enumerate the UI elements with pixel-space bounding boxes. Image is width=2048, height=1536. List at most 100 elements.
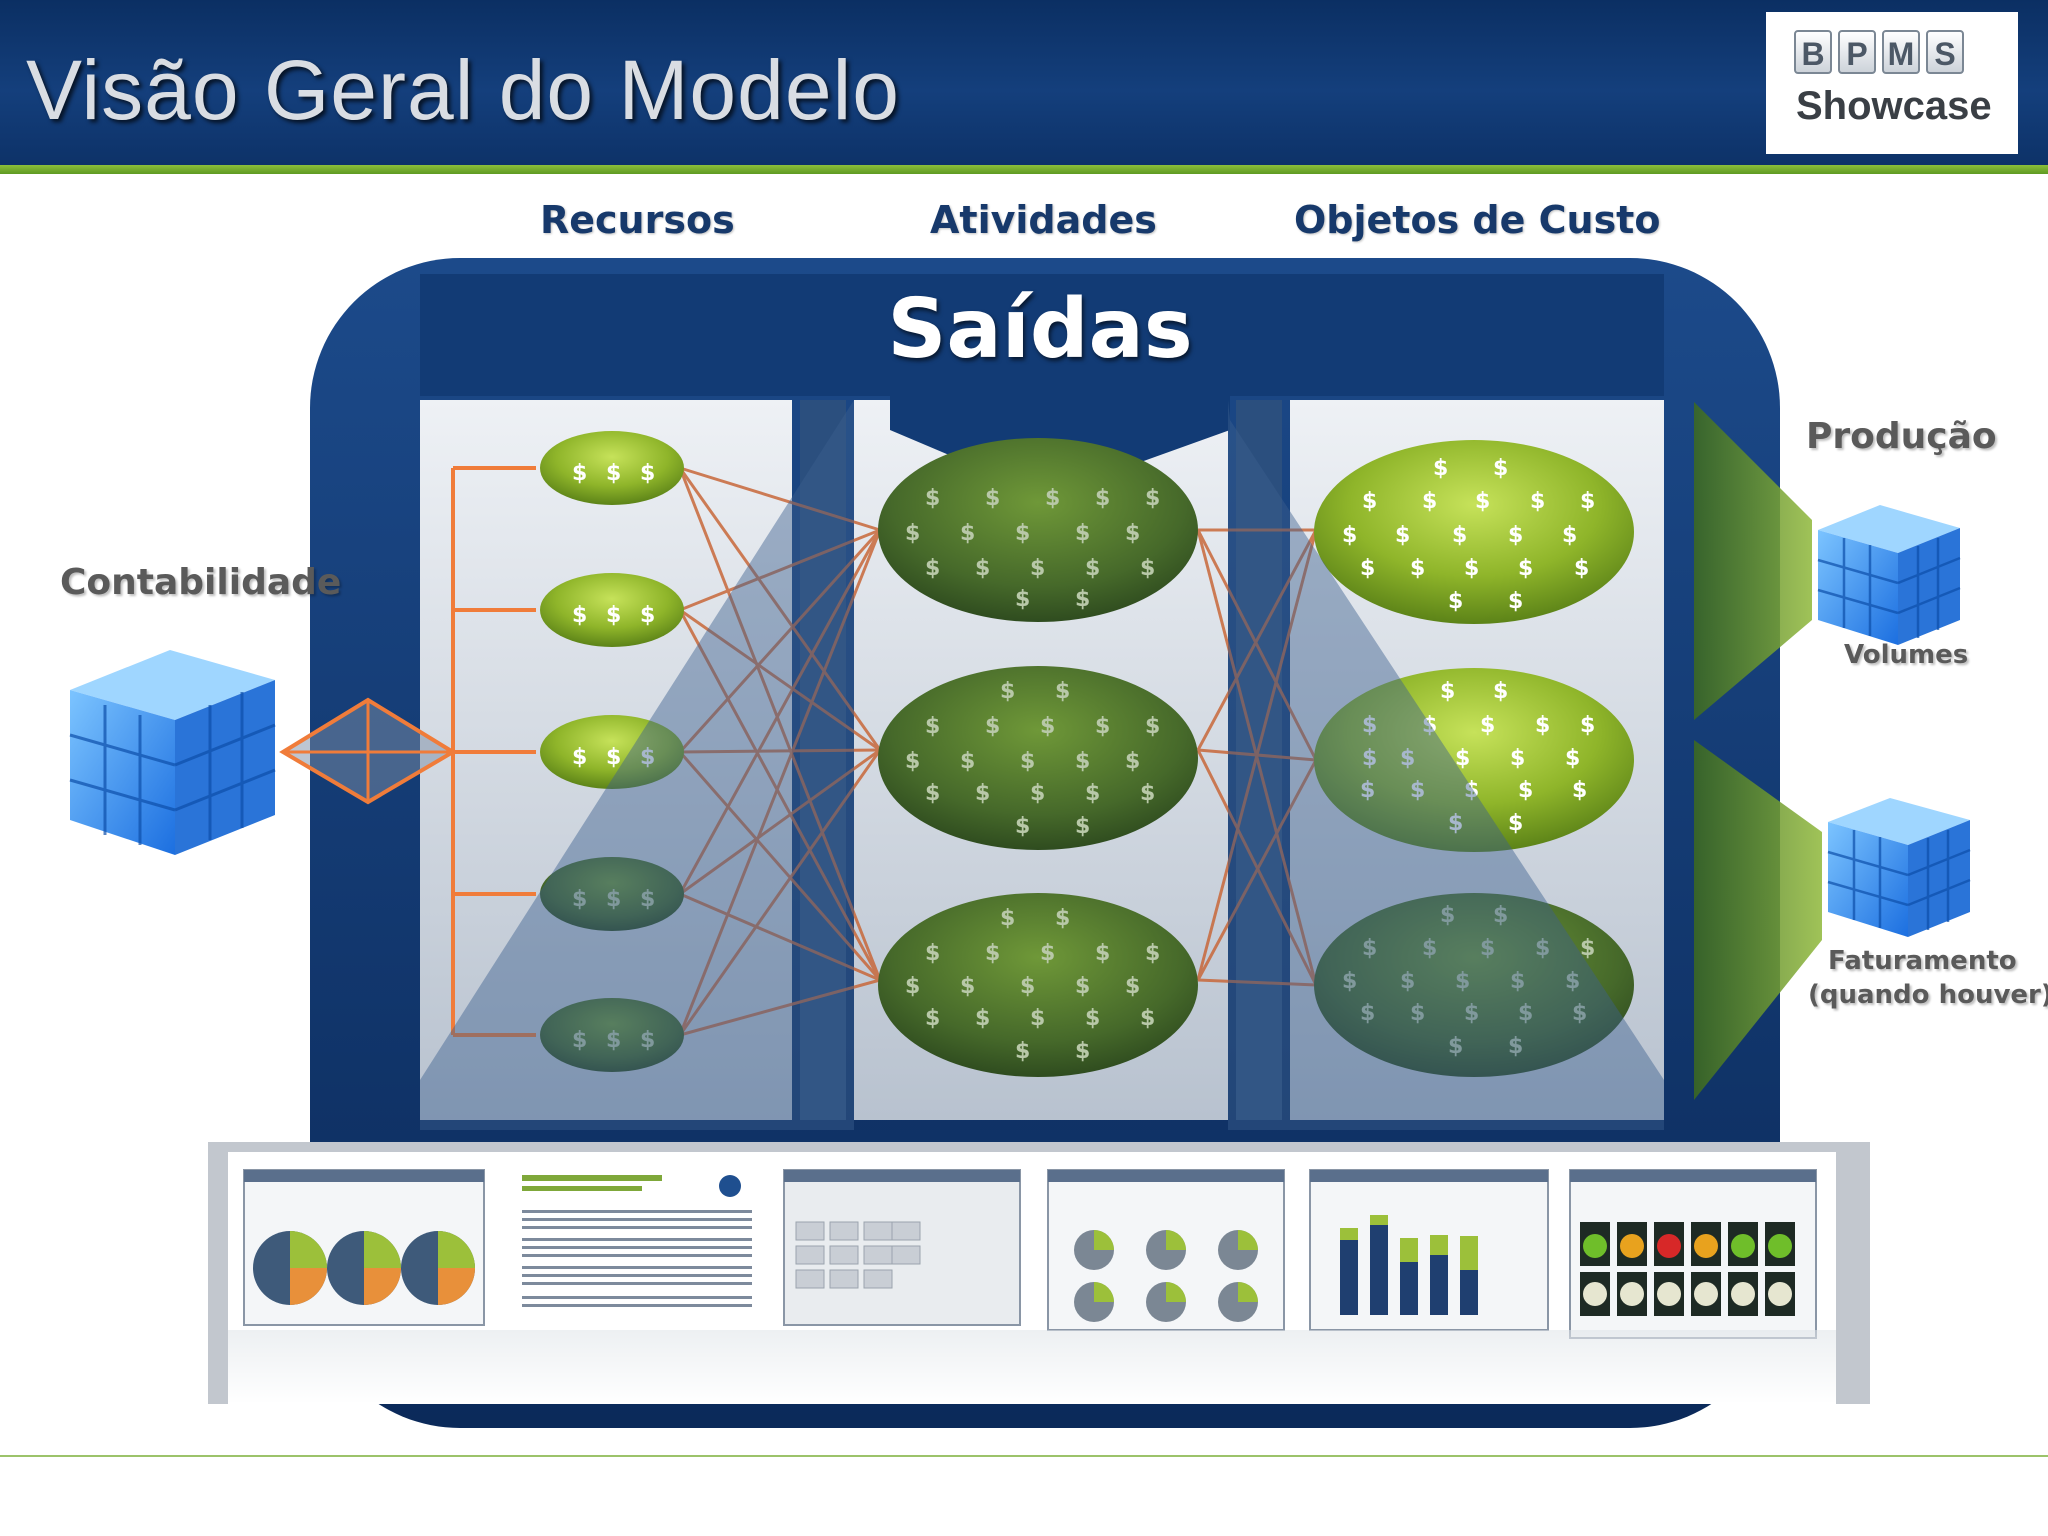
footer-divider bbox=[0, 1455, 2048, 1457]
svg-text:$: $ bbox=[1464, 778, 1479, 803]
accounting-cube-icon bbox=[69, 650, 276, 855]
svg-text:$: $ bbox=[1075, 587, 1090, 612]
svg-text:$: $ bbox=[960, 974, 975, 999]
svg-text:$: $ bbox=[1475, 489, 1490, 514]
bpms-showcase-logo: B P M S Showcase bbox=[1766, 12, 2018, 154]
svg-text:$: $ bbox=[606, 603, 621, 628]
svg-text:$: $ bbox=[572, 745, 587, 770]
svg-text:$: $ bbox=[925, 556, 940, 581]
cost-object-node: $$ $$$$$ $$$$$ $$$$$ $$ bbox=[1314, 668, 1634, 852]
cost-object-node: $$ $$$$$ $$$$$ $$$$$ $$ bbox=[1314, 893, 1634, 1077]
svg-text:$: $ bbox=[1455, 969, 1470, 994]
svg-text:$: $ bbox=[1000, 906, 1015, 931]
column-heading-resources: Recursos bbox=[540, 198, 735, 242]
svg-text:$: $ bbox=[572, 603, 587, 628]
svg-text:$: $ bbox=[905, 974, 920, 999]
svg-text:$: $ bbox=[640, 887, 655, 912]
svg-text:$: $ bbox=[640, 461, 655, 486]
svg-text:$: $ bbox=[1480, 713, 1495, 738]
svg-text:$: $ bbox=[905, 521, 920, 546]
svg-text:$: $ bbox=[1095, 714, 1110, 739]
svg-text:$: $ bbox=[975, 1006, 990, 1031]
svg-text:$: $ bbox=[985, 941, 1000, 966]
svg-text:$: $ bbox=[960, 749, 975, 774]
thumbnail-indicator-dashboard bbox=[1569, 1169, 1817, 1339]
billing-label-note: (quando houver) bbox=[1808, 980, 2048, 1010]
svg-text:$: $ bbox=[1085, 556, 1100, 581]
production-label: Produção bbox=[1806, 416, 1997, 457]
logo-letter: M bbox=[1882, 30, 1920, 74]
svg-text:$: $ bbox=[640, 603, 655, 628]
svg-text:$: $ bbox=[975, 556, 990, 581]
svg-text:$: $ bbox=[1448, 811, 1463, 836]
accounting-splitter bbox=[279, 466, 536, 1037]
svg-text:$: $ bbox=[1085, 781, 1100, 806]
svg-text:$: $ bbox=[1440, 679, 1455, 704]
svg-text:$: $ bbox=[606, 1028, 621, 1053]
thumbnail-reflection-fade bbox=[228, 1330, 1836, 1404]
svg-text:$: $ bbox=[1455, 746, 1470, 771]
svg-text:$: $ bbox=[1360, 556, 1375, 581]
svg-text:$: $ bbox=[1125, 974, 1140, 999]
svg-text:$: $ bbox=[1518, 1001, 1533, 1026]
svg-text:$: $ bbox=[1535, 713, 1550, 738]
svg-text:$: $ bbox=[925, 941, 940, 966]
svg-text:$: $ bbox=[1015, 814, 1030, 839]
svg-text:$: $ bbox=[1395, 523, 1410, 548]
svg-text:$: $ bbox=[925, 486, 940, 511]
svg-text:$: $ bbox=[572, 461, 587, 486]
svg-text:$: $ bbox=[640, 745, 655, 770]
svg-text:$: $ bbox=[1075, 749, 1090, 774]
resource-node: $ $ $ bbox=[540, 573, 684, 647]
svg-text:$: $ bbox=[1145, 714, 1160, 739]
svg-text:$: $ bbox=[1095, 941, 1110, 966]
svg-text:$: $ bbox=[1075, 1039, 1090, 1064]
projection-beam-left bbox=[420, 400, 854, 1130]
svg-text:$: $ bbox=[1360, 778, 1375, 803]
svg-text:$: $ bbox=[1448, 589, 1463, 614]
thumbnail-stacked-bar-chart bbox=[1309, 1169, 1549, 1331]
svg-text:$: $ bbox=[1015, 587, 1030, 612]
svg-text:$: $ bbox=[1433, 456, 1448, 481]
svg-text:$: $ bbox=[1075, 521, 1090, 546]
svg-text:$: $ bbox=[1020, 974, 1035, 999]
svg-text:$: $ bbox=[985, 486, 1000, 511]
allocation-connections bbox=[678, 466, 1318, 1037]
resource-node: $$$ bbox=[540, 431, 684, 505]
svg-text:$: $ bbox=[1145, 486, 1160, 511]
svg-text:$: $ bbox=[1125, 521, 1140, 546]
thumbnail-results-statement bbox=[518, 1170, 756, 1335]
svg-text:$: $ bbox=[1055, 679, 1070, 704]
svg-text:$: $ bbox=[1342, 523, 1357, 548]
svg-text:$: $ bbox=[1400, 746, 1415, 771]
svg-text:$: $ bbox=[1493, 903, 1508, 928]
svg-text:$: $ bbox=[1410, 556, 1425, 581]
svg-text:$: $ bbox=[1400, 969, 1415, 994]
svg-text:$: $ bbox=[1140, 1006, 1155, 1031]
logo-letter: B bbox=[1794, 30, 1832, 74]
svg-text:$: $ bbox=[1055, 906, 1070, 931]
svg-text:$: $ bbox=[1580, 936, 1595, 961]
svg-text:$: $ bbox=[1440, 903, 1455, 928]
svg-text:$: $ bbox=[1000, 679, 1015, 704]
svg-text:$: $ bbox=[1480, 936, 1495, 961]
svg-text:$: $ bbox=[1422, 936, 1437, 961]
production-funnel-volumes bbox=[1694, 402, 1812, 720]
svg-text:$: $ bbox=[1518, 778, 1533, 803]
svg-text:$: $ bbox=[960, 521, 975, 546]
svg-text:$: $ bbox=[1562, 523, 1577, 548]
svg-text:$: $ bbox=[1572, 778, 1587, 803]
svg-text:$: $ bbox=[925, 1006, 940, 1031]
svg-text:$: $ bbox=[1510, 969, 1525, 994]
svg-text:$: $ bbox=[1140, 556, 1155, 581]
svg-text:$: $ bbox=[1448, 1034, 1463, 1059]
resource-node: $$$ bbox=[540, 715, 684, 789]
svg-text:$: $ bbox=[905, 749, 920, 774]
svg-text:$: $ bbox=[1040, 714, 1055, 739]
svg-text:$: $ bbox=[1015, 521, 1030, 546]
svg-text:$: $ bbox=[1580, 489, 1595, 514]
billing-cube-icon bbox=[1827, 798, 1971, 937]
svg-text:$: $ bbox=[1075, 814, 1090, 839]
svg-text:$: $ bbox=[1015, 1039, 1030, 1064]
